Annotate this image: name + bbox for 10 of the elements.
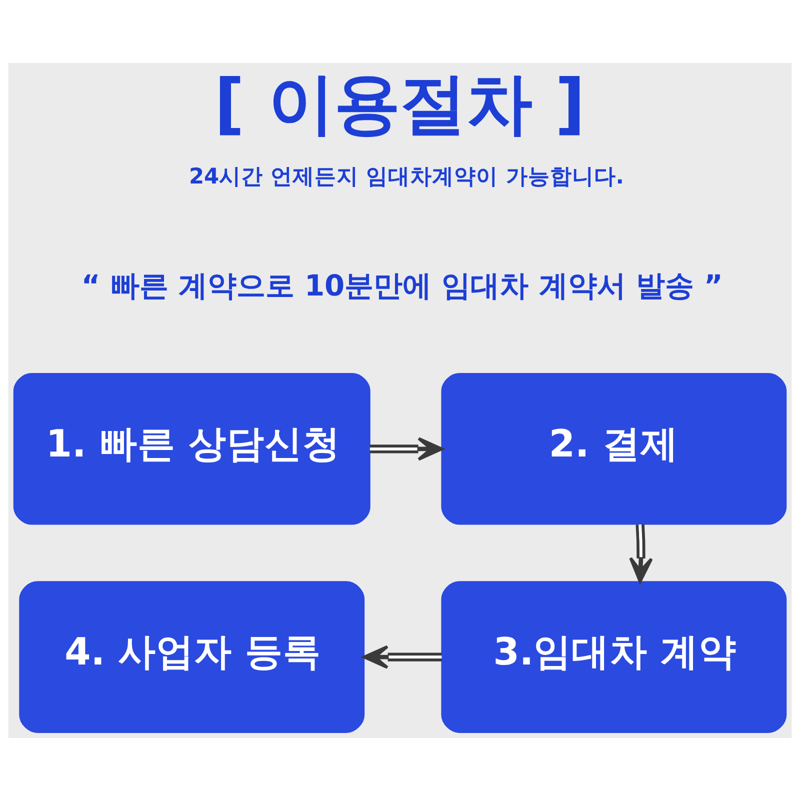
arrow [362, 644, 442, 668]
node-box: 3.임대차 계약 [441, 580, 787, 732]
arrow [629, 524, 653, 583]
label: 24시간 언제든지 임대차계약이 가능합니다. [188, 164, 624, 190]
node-box: 1. 빠른 상담신청 [13, 372, 370, 524]
diagram-title: [ 이용절차 ] [214, 64, 586, 142]
node-box: 2. 결제 [441, 372, 787, 524]
arrow [370, 436, 444, 460]
label: “ 빠른 계약으로 10분만에 임대차 계약서 발송 ” [81, 268, 723, 302]
node-box: 4. 사업자 등록 [19, 580, 365, 732]
